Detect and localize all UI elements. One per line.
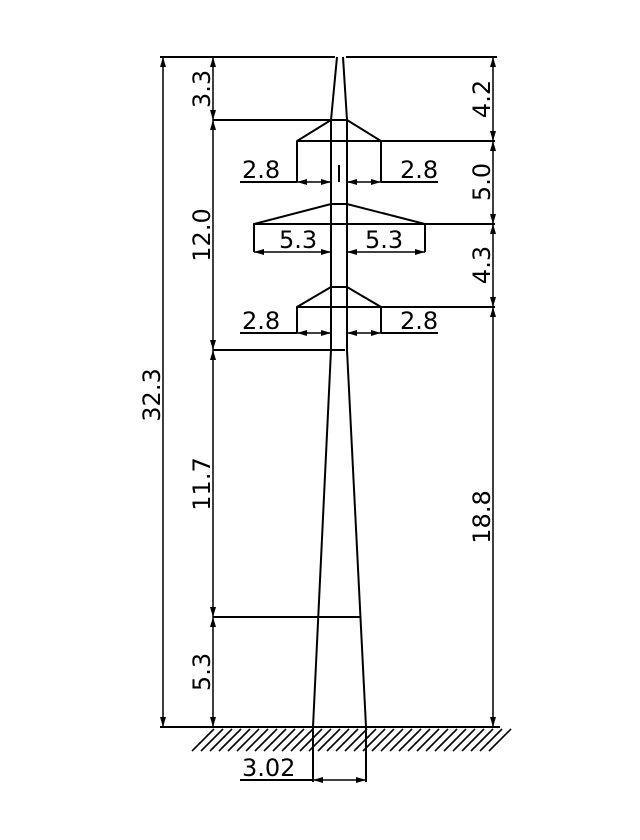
hatch-stroke: [371, 728, 395, 752]
hatch-stroke: [434, 728, 458, 752]
hatch-stroke: [407, 728, 431, 752]
left-dim-middle: 11.7: [188, 457, 216, 510]
hatch-stroke: [218, 728, 242, 752]
hatch-stroke: [299, 728, 323, 752]
upper-crossarm: [213, 119, 495, 185]
hatch-stroke: [443, 728, 467, 752]
right-dim-lower-gap: 4.3: [468, 246, 496, 284]
upper-arm-left-dim: 2.8: [242, 156, 280, 184]
hatch-stroke: [281, 728, 305, 752]
hatch-stroke: [488, 728, 512, 752]
middle-crossarm: [253, 203, 495, 255]
hatch-stroke: [227, 728, 251, 752]
hatch-stroke: [236, 728, 260, 752]
hatch-stroke: [425, 728, 449, 752]
hatch-stroke: [317, 728, 341, 752]
hatch-stroke: [263, 728, 287, 752]
right-dim-top: 4.2: [468, 80, 496, 118]
left-dim-bottom: 5.3: [188, 653, 216, 691]
middle-arm-left-dim: 5.3: [279, 226, 317, 254]
hatch-stroke: [344, 728, 368, 752]
base-width-dimension: [240, 727, 367, 783]
hatch-stroke: [290, 728, 314, 752]
hatch-stroke: [245, 728, 269, 752]
right-dim-upper-gap: 5.0: [468, 163, 496, 201]
hatch-stroke: [461, 728, 485, 752]
hatch-stroke: [335, 728, 359, 752]
hatch-stroke: [452, 728, 476, 752]
left-dim-crossarm-zone: 12.0: [188, 208, 216, 261]
hatch-stroke: [389, 728, 413, 752]
lower-arm-left-dim: 2.8: [242, 307, 280, 335]
hatch-stroke: [254, 728, 278, 752]
upper-arm-right-dim: 2.8: [400, 156, 438, 184]
hatch-stroke: [326, 728, 350, 752]
ground-hatching: [191, 728, 512, 752]
base-width-label: 3.02: [242, 754, 295, 782]
hatch-stroke: [470, 728, 494, 752]
hatch-stroke: [416, 728, 440, 752]
middle-arm-right-dim: 5.3: [365, 226, 403, 254]
hatch-stroke: [398, 728, 422, 752]
hatch-stroke: [209, 728, 233, 752]
hatch-stroke: [479, 728, 503, 752]
hatch-stroke: [200, 728, 224, 752]
left-dim-top: 3.3: [188, 70, 216, 108]
lower-arm-right-dim: 2.8: [400, 307, 438, 335]
tower-pole: [312, 56, 367, 728]
hatch-stroke: [380, 728, 404, 752]
total-height-label: 32.3: [138, 368, 166, 421]
hatch-stroke: [272, 728, 296, 752]
hatch-stroke: [191, 728, 215, 752]
right-dim-lower-height: 18.8: [468, 490, 496, 543]
lower-crossarm: [240, 286, 495, 336]
